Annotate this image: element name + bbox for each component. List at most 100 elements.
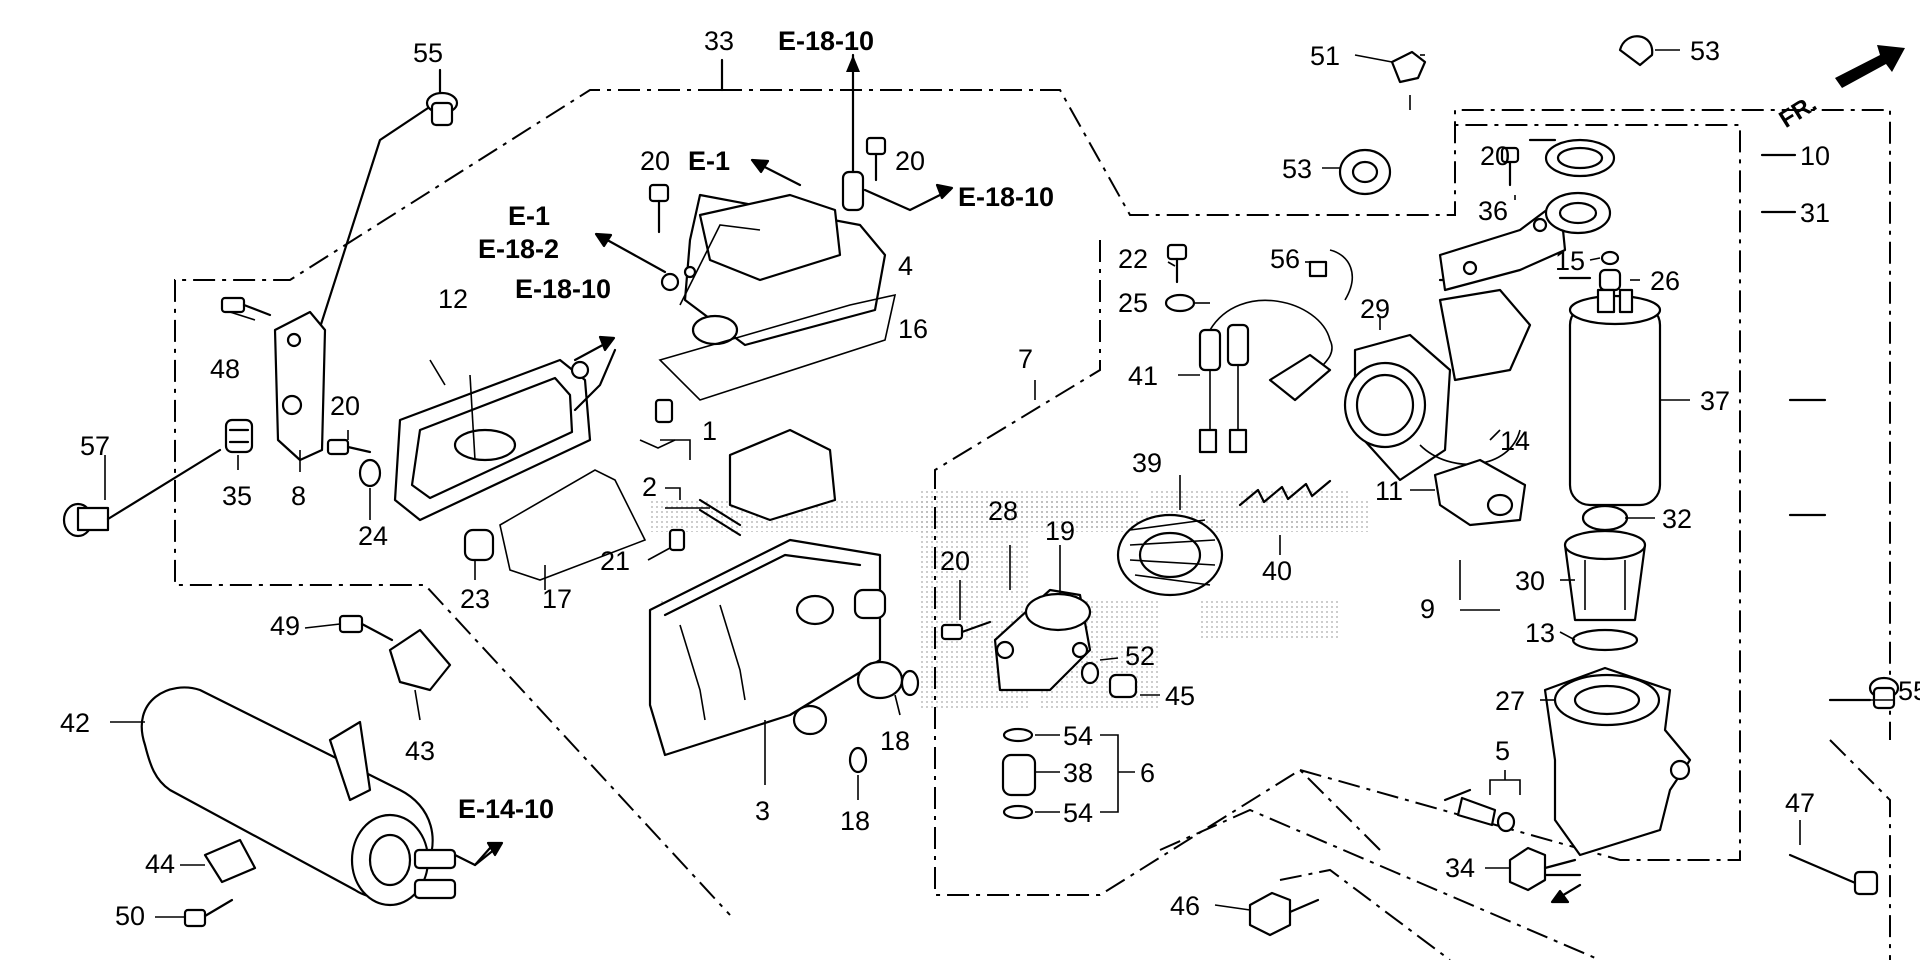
label-17: 17 <box>542 584 572 614</box>
ref-e14-10: E-14-10 <box>458 794 554 824</box>
part-15-26 <box>1598 250 1622 292</box>
part-52-45 <box>1080 661 1138 699</box>
part-8-bracket <box>273 310 327 462</box>
label-37: 37 <box>1700 386 1730 416</box>
part-41-sensor <box>1198 299 1333 454</box>
label-22: 22 <box>1118 244 1148 274</box>
part-30-strainer <box>1563 529 1647 652</box>
label-9: 9 <box>1420 594 1435 624</box>
label-57: 57 <box>80 431 110 461</box>
label-56: 56 <box>1270 244 1300 274</box>
label-36: 36 <box>1478 196 1508 226</box>
label-1: 1 <box>702 416 717 446</box>
part-55-cap-right <box>1868 676 1900 710</box>
label-38: 38 <box>1063 758 1093 788</box>
label-14: 14 <box>1500 426 1530 456</box>
label-46: 46 <box>1170 891 1200 921</box>
part-38-stack <box>1001 727 1037 820</box>
part-22-25 <box>1164 243 1196 313</box>
label-40: 40 <box>1262 556 1292 586</box>
label-20b: 20 <box>895 146 925 176</box>
part-48-bolt <box>220 296 272 317</box>
label-53a: 53 <box>1690 36 1720 66</box>
part-28-housing <box>993 588 1092 692</box>
part-20-bolts <box>326 136 1520 641</box>
part-23-bushing <box>463 528 495 562</box>
part-53-clamp-top <box>1618 35 1654 67</box>
label-41: 41 <box>1128 361 1158 391</box>
part-46-nut <box>1248 891 1320 937</box>
label-51: 51 <box>1310 41 1340 71</box>
label-20c: 20 <box>330 391 360 421</box>
part-42-canister <box>140 686 457 907</box>
part-43-bracket <box>388 628 452 692</box>
ref-e1-left: E-1 <box>508 201 550 231</box>
part-5-fitting <box>1443 788 1516 833</box>
label-15: 15 <box>1555 246 1585 276</box>
label-30: 30 <box>1515 566 1545 596</box>
label-4: 4 <box>898 251 913 281</box>
label-11: 11 <box>1375 476 1403 506</box>
part-57-bolt <box>62 448 222 538</box>
label-54b: 54 <box>1063 798 1093 828</box>
label-48: 48 <box>210 354 240 384</box>
label-32: 32 <box>1662 504 1692 534</box>
label-53b: 53 <box>1282 154 1312 184</box>
part-4-cover <box>660 53 887 347</box>
part-56-connector <box>1308 249 1354 301</box>
part-27-chamber <box>1543 666 1692 857</box>
label-45: 45 <box>1165 681 1195 711</box>
part-10-31-rings <box>1544 138 1616 235</box>
part-17-gasket <box>499 469 647 581</box>
part-3-body <box>648 538 904 757</box>
label-8: 8 <box>291 481 306 511</box>
ref-e18-10-mid: E-18-10 <box>515 274 611 304</box>
part-39-filter <box>1116 513 1224 597</box>
label-2: 2 <box>642 472 657 502</box>
ref-e1-top: E-1 <box>688 146 730 176</box>
label-35: 35 <box>222 481 252 511</box>
label-19: 19 <box>1045 516 1075 546</box>
label-29: 29 <box>1360 294 1390 324</box>
ref-e18-10-top: E-18-10 <box>778 26 874 56</box>
label-42: 42 <box>60 708 90 738</box>
part-47-bolt <box>1788 853 1879 896</box>
part-49-bolt <box>338 614 394 642</box>
part-55-cap <box>425 91 459 127</box>
assembly-boundaries <box>174 89 1891 960</box>
label-27: 27 <box>1495 686 1525 716</box>
label-20d: 20 <box>940 546 970 576</box>
section-refs: E-18-10 E-1 E-18-10 E-1 E-18-2 E-18-10 E… <box>458 26 1054 824</box>
part-37-pump <box>1568 288 1662 507</box>
label-10: 10 <box>1800 141 1830 171</box>
part-40-spring <box>1238 479 1332 507</box>
part-53-clamp-left <box>1338 148 1392 196</box>
reference-arrows <box>453 158 1582 904</box>
label-54a: 54 <box>1063 721 1093 751</box>
part-11-bracket <box>1433 458 1527 527</box>
part-labels: 55 33 20 20 4 16 12 48 20 57 35 8 24 23 … <box>60 26 1920 931</box>
label-55a: 55 <box>413 38 443 68</box>
label-44: 44 <box>145 849 175 879</box>
label-3: 3 <box>755 796 770 826</box>
part-32-seal <box>1581 504 1629 532</box>
label-13: 13 <box>1525 618 1555 648</box>
ref-e18-10-right: E-18-10 <box>958 182 1054 212</box>
label-55b: 55 <box>1898 676 1920 706</box>
label-34: 34 <box>1445 853 1475 883</box>
part-35-nut <box>224 418 254 454</box>
label-33: 33 <box>704 26 734 56</box>
label-20a: 20 <box>640 146 670 176</box>
label-28: 28 <box>988 496 1018 526</box>
label-20e: 20 <box>1480 141 1510 171</box>
part-29-housing <box>1343 288 1532 482</box>
label-7: 7 <box>1018 344 1033 374</box>
label-47: 47 <box>1785 788 1815 818</box>
label-49: 49 <box>270 611 300 641</box>
fr-arrow: FR. <box>1774 45 1905 134</box>
label-21: 21 <box>600 546 630 576</box>
part-24-washer <box>358 458 382 488</box>
part-12-plate <box>393 358 592 522</box>
label-18a: 18 <box>880 726 910 756</box>
label-5: 5 <box>1495 736 1510 766</box>
